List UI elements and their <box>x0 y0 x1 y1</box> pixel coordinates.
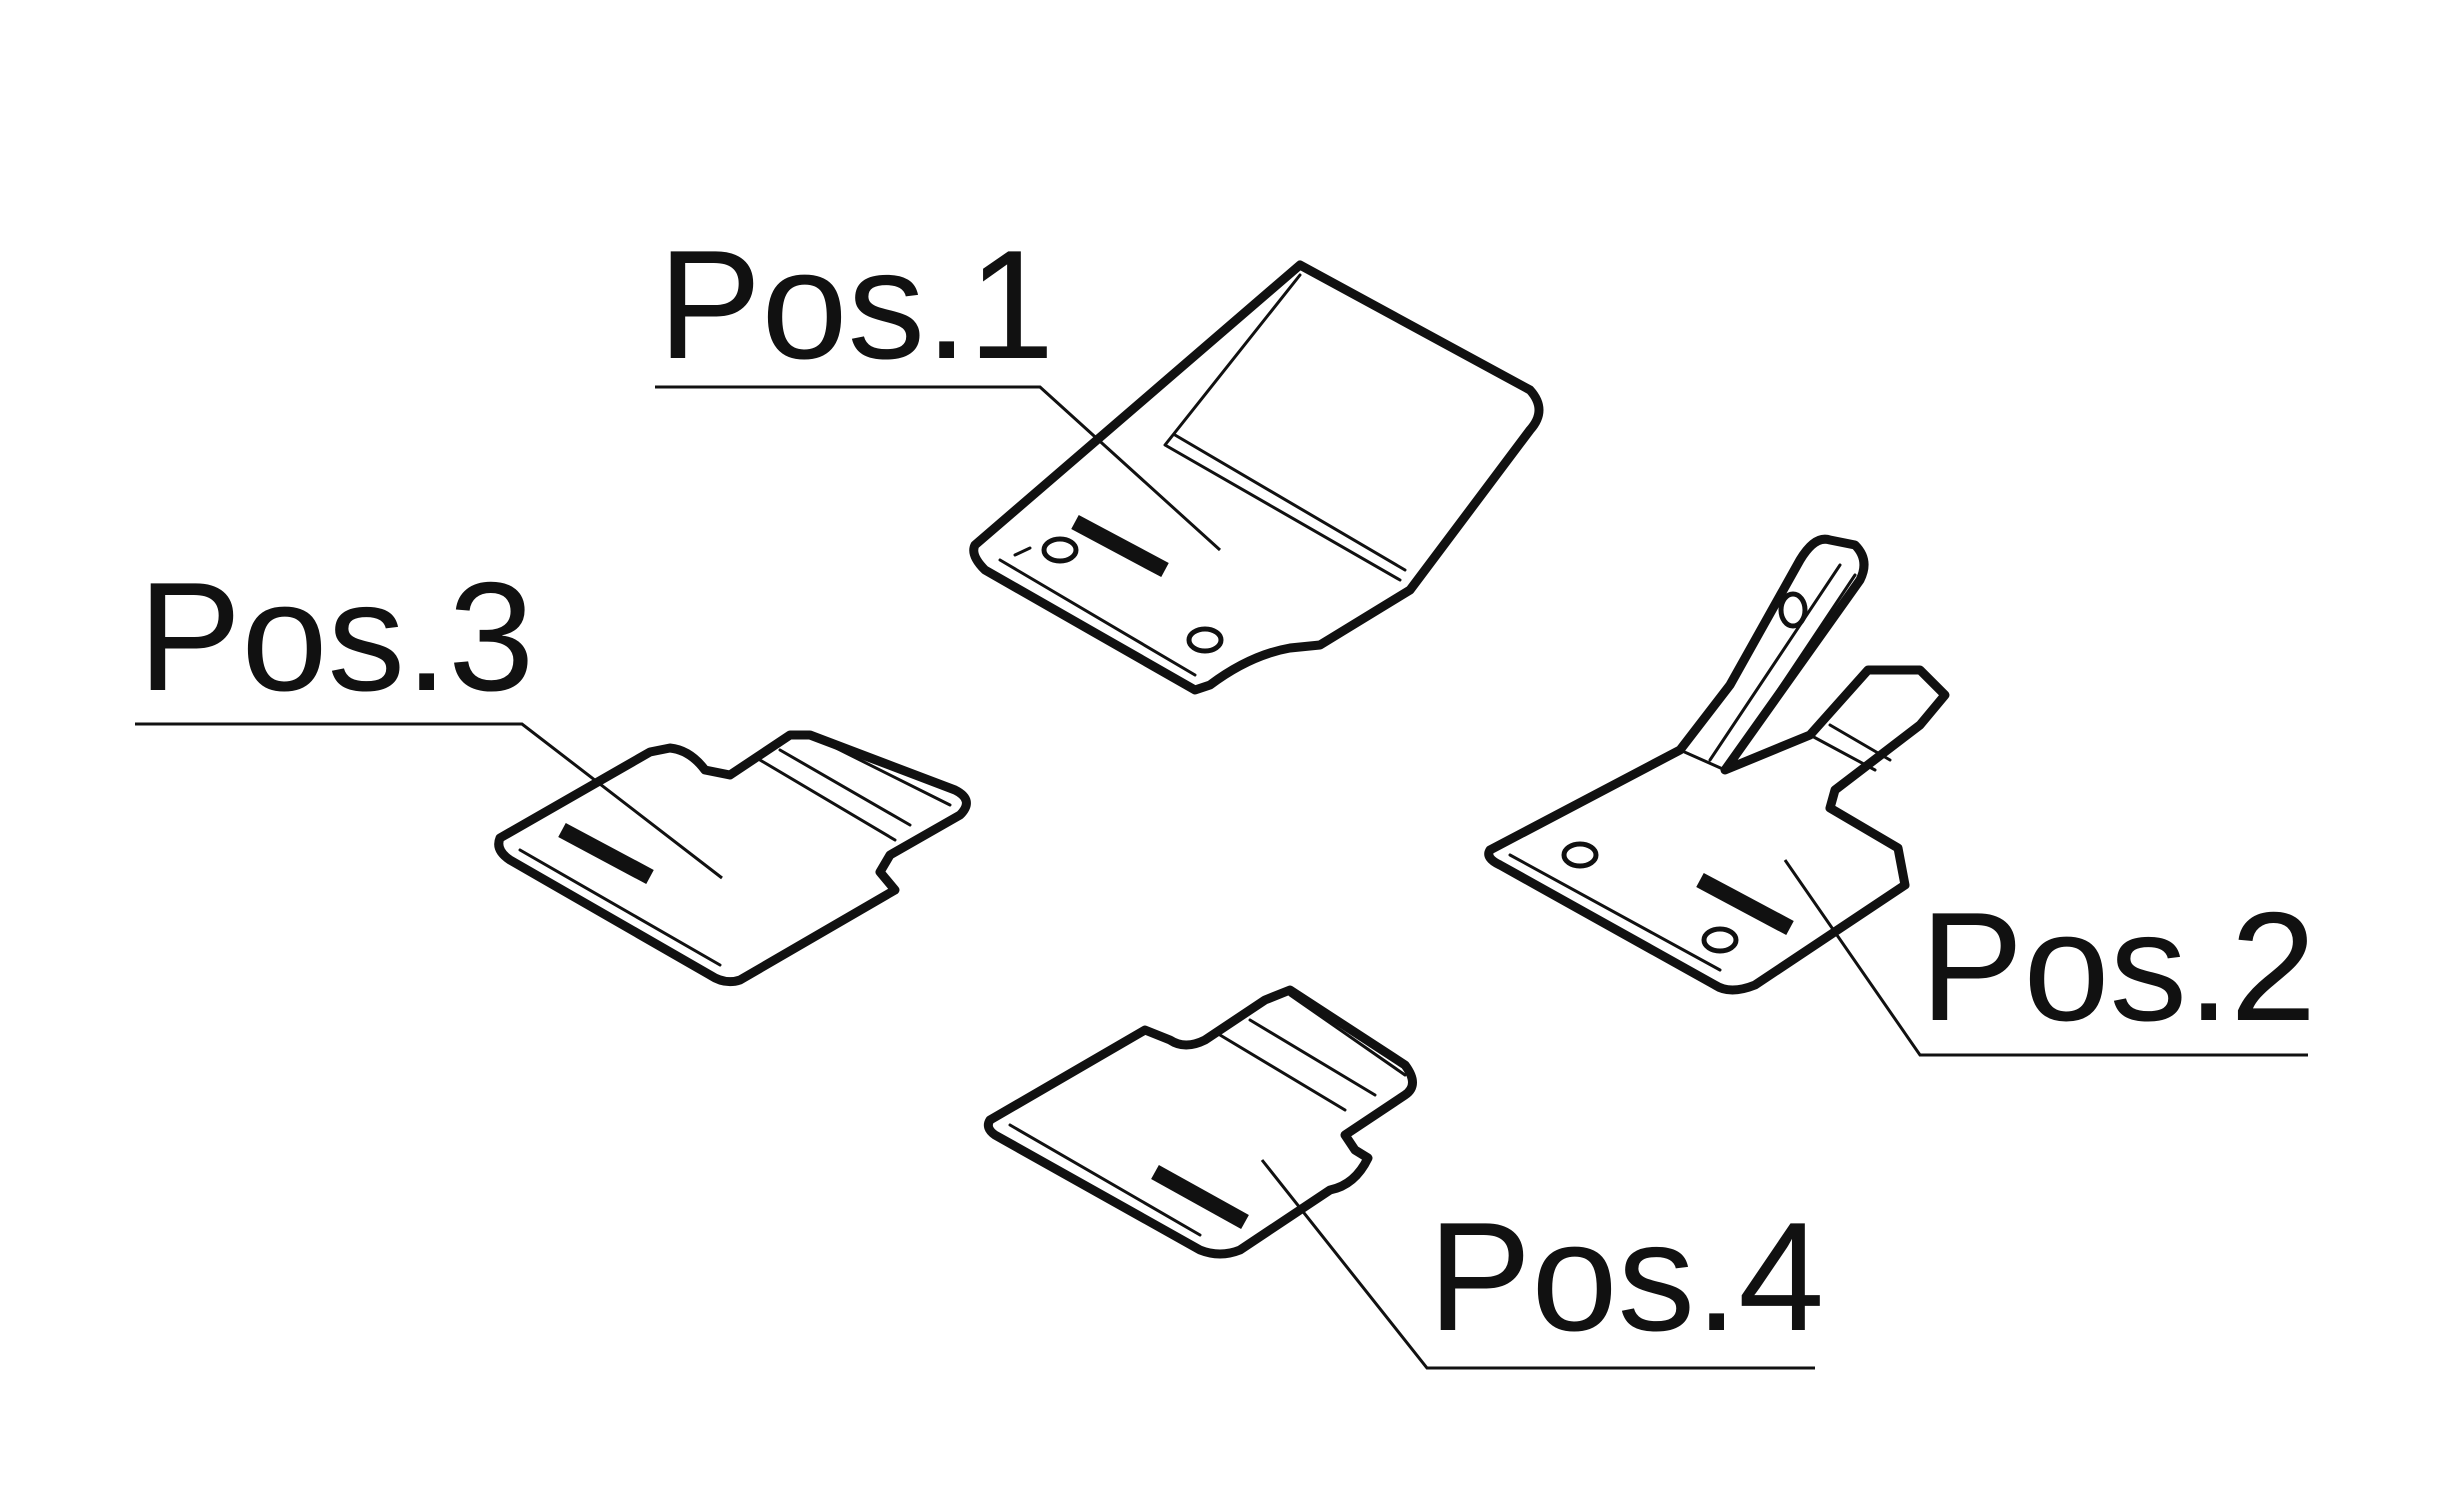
mat-pos-1-fold <box>1163 273 1407 582</box>
mat-pos-1-hole-right <box>1186 626 1224 654</box>
mat-pos-4: Pos.4 <box>983 985 1824 1370</box>
leader-line-pos-4 <box>1260 1159 1815 1370</box>
mat-pos-2-fold <box>1678 563 1892 772</box>
label-pos-2: Pos.2 <box>1920 880 2316 1053</box>
mat-pos-3: Pos.3 <box>135 550 971 987</box>
mat-pos-1-outline <box>969 260 1544 695</box>
mat-pos-3-logo <box>558 822 654 885</box>
mat-pos-1-hole-left <box>1041 536 1079 564</box>
label-pos-1: Pos.1 <box>658 218 1054 391</box>
mat-pos-4-outline <box>983 985 1417 1259</box>
leader-line-pos-3 <box>135 722 723 880</box>
mat-pos-2: Pos.2 <box>1484 534 2316 1057</box>
mat-pos-1-edge <box>998 546 1197 677</box>
mat-pos-2-hole-tab <box>1778 591 1808 629</box>
mat-pos-2-edge <box>1508 853 1722 972</box>
mat-pos-3-fold <box>758 733 952 842</box>
leader-line-pos-2 <box>1783 859 2308 1057</box>
mat-pos-3-outline <box>494 730 971 987</box>
mat-pos-3-edge <box>518 848 722 967</box>
mat-pos-1: Pos.1 <box>655 218 1544 695</box>
mat-pos-2-hole-left <box>1561 841 1599 869</box>
mat-pos-2-hole-right <box>1701 926 1739 954</box>
label-pos-3: Pos.3 <box>138 550 534 723</box>
mat-pos-1-logo <box>1071 514 1169 578</box>
label-pos-4: Pos.4 <box>1428 1190 1824 1363</box>
mat-pos-2-outline <box>1484 534 1950 995</box>
mat-pos-4-edge <box>1008 1123 1202 1237</box>
mat-pos-4-logo <box>1151 1165 1249 1229</box>
mat-pos-4-fold <box>1218 993 1407 1112</box>
mat-pos-2-logo <box>1696 872 1794 936</box>
leader-line-pos-1 <box>655 385 1222 552</box>
